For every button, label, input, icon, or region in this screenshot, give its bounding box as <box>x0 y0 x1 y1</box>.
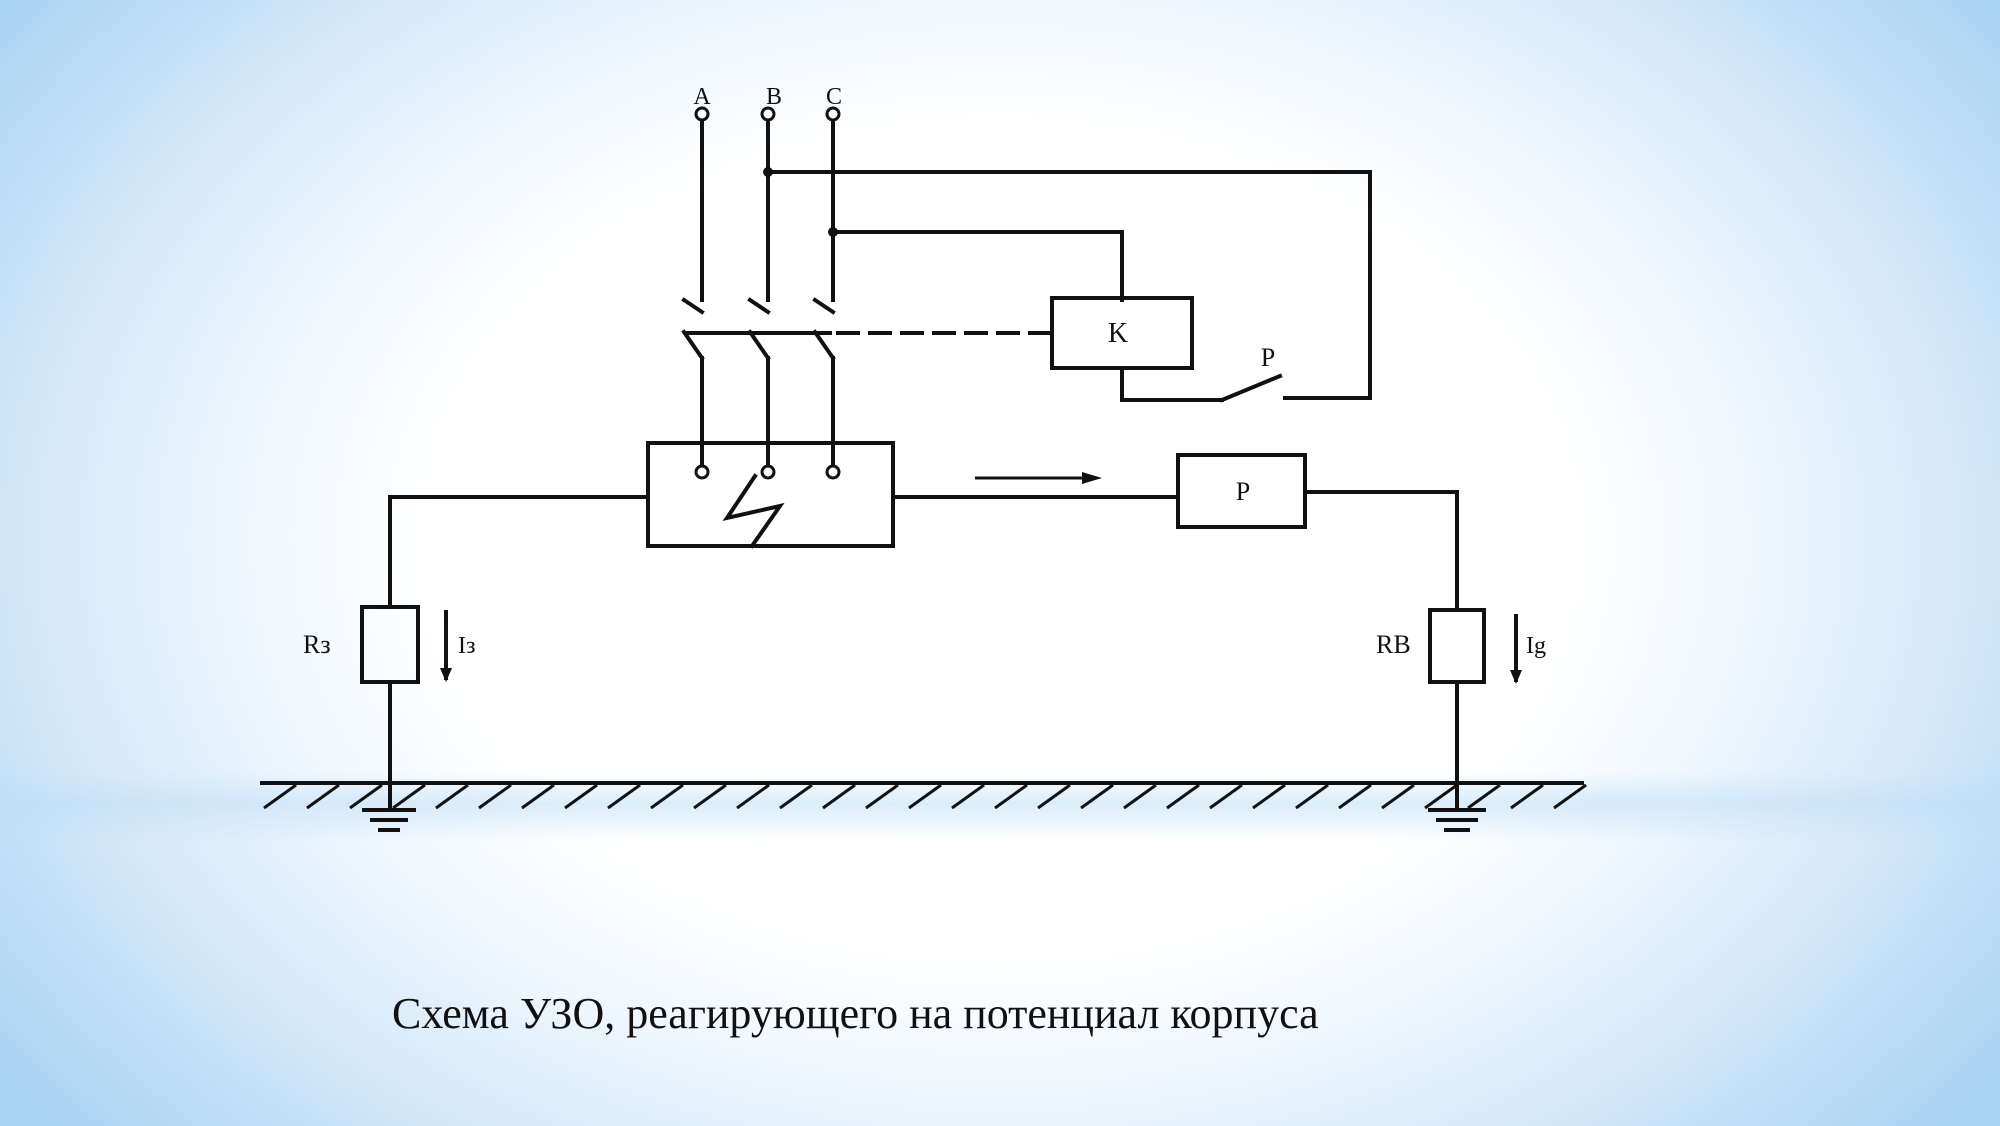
ground-hatch-mark <box>1467 783 1501 810</box>
ground-hatch-mark <box>1553 783 1587 810</box>
ground-hatch-mark <box>1252 783 1286 810</box>
ground-hatch-mark <box>478 783 512 810</box>
relay-to-rb-wire <box>1303 490 1459 612</box>
diagram-caption: Схема УЗО, реагирующего на потенциал кор… <box>392 989 1319 1038</box>
housing-to-rz-wire <box>388 495 650 609</box>
phase-label-c: C <box>826 84 842 110</box>
ground-hatch-mark <box>521 783 555 810</box>
ground-hatch-mark <box>607 783 641 810</box>
feed-wire-c <box>831 230 1124 302</box>
ground-hatch-mark <box>779 783 813 810</box>
switch-contact-b <box>747 297 771 361</box>
resistor-right-label: RB <box>1376 630 1411 659</box>
current-right-label: Ig <box>1526 633 1546 659</box>
ground-hatch-mark <box>349 783 383 810</box>
relay-contact-blade <box>1219 373 1283 403</box>
ground-hatch-mark <box>1295 783 1329 810</box>
ground-hatch-mark <box>736 783 770 810</box>
ground-hatch-mark <box>865 783 899 810</box>
ground-hatch-mark <box>1209 783 1243 810</box>
feed-wire-b <box>766 170 1372 400</box>
ground-hatch-mark <box>994 783 1028 810</box>
resistor-rz <box>360 605 420 684</box>
phase-label-b: B <box>766 84 782 110</box>
relay-coil-box <box>1050 296 1194 370</box>
terminal-b-top <box>760 106 776 122</box>
ground-hatch-mark <box>908 783 942 810</box>
ground-hatch-mark <box>1080 783 1114 810</box>
ground-hatch-mark <box>1424 783 1458 810</box>
ground-symbol-left <box>362 808 416 832</box>
terminal-b-housing <box>760 464 776 480</box>
switch-contact-a <box>681 297 705 361</box>
terminal-c-housing <box>825 464 841 480</box>
ground-hatch-mark <box>1381 783 1415 810</box>
junction-c <box>828 227 838 237</box>
contact-label: P <box>1261 343 1275 372</box>
ground-hatch-mark <box>564 783 598 810</box>
relay-box-label: P <box>1236 477 1250 506</box>
relay-coil-label: K <box>1108 318 1128 349</box>
ground-hatch-mark <box>1510 783 1544 810</box>
terminal-a-housing <box>694 464 710 480</box>
ground-hatch-mark <box>1166 783 1200 810</box>
resistor-rb <box>1428 608 1486 684</box>
equipment-housing <box>646 441 895 548</box>
ground-hatch-mark <box>1338 783 1372 810</box>
terminal-a-top <box>694 106 710 122</box>
ground-hatch-mark <box>1037 783 1071 810</box>
ground-hatch-mark <box>650 783 684 810</box>
resistor-left-label: Rз <box>303 630 331 659</box>
ground-hatch-mark <box>306 783 340 810</box>
ground-symbol-right <box>1428 808 1486 832</box>
ground-hatch-mark <box>263 783 297 810</box>
ground-hatch-mark <box>392 783 426 810</box>
current-arrowhead-left <box>440 668 452 682</box>
junction-b <box>763 167 773 177</box>
current-arrowhead-right <box>1510 670 1522 684</box>
fault-symbol <box>722 473 785 549</box>
ground-hatch-mark <box>693 783 727 810</box>
direction-arrowhead <box>1082 472 1102 484</box>
phase-label-a: A <box>693 84 711 110</box>
current-left-label: Iз <box>458 633 475 659</box>
coil-to-contact-wire <box>1120 366 1224 402</box>
ground-hatch-mark <box>435 783 469 810</box>
terminal-c-top <box>825 106 841 122</box>
ground-hatch-mark <box>951 783 985 810</box>
ground-hatch-mark <box>822 783 856 810</box>
ground-hatch-mark <box>1123 783 1157 810</box>
switch-contact-c <box>812 297 836 361</box>
